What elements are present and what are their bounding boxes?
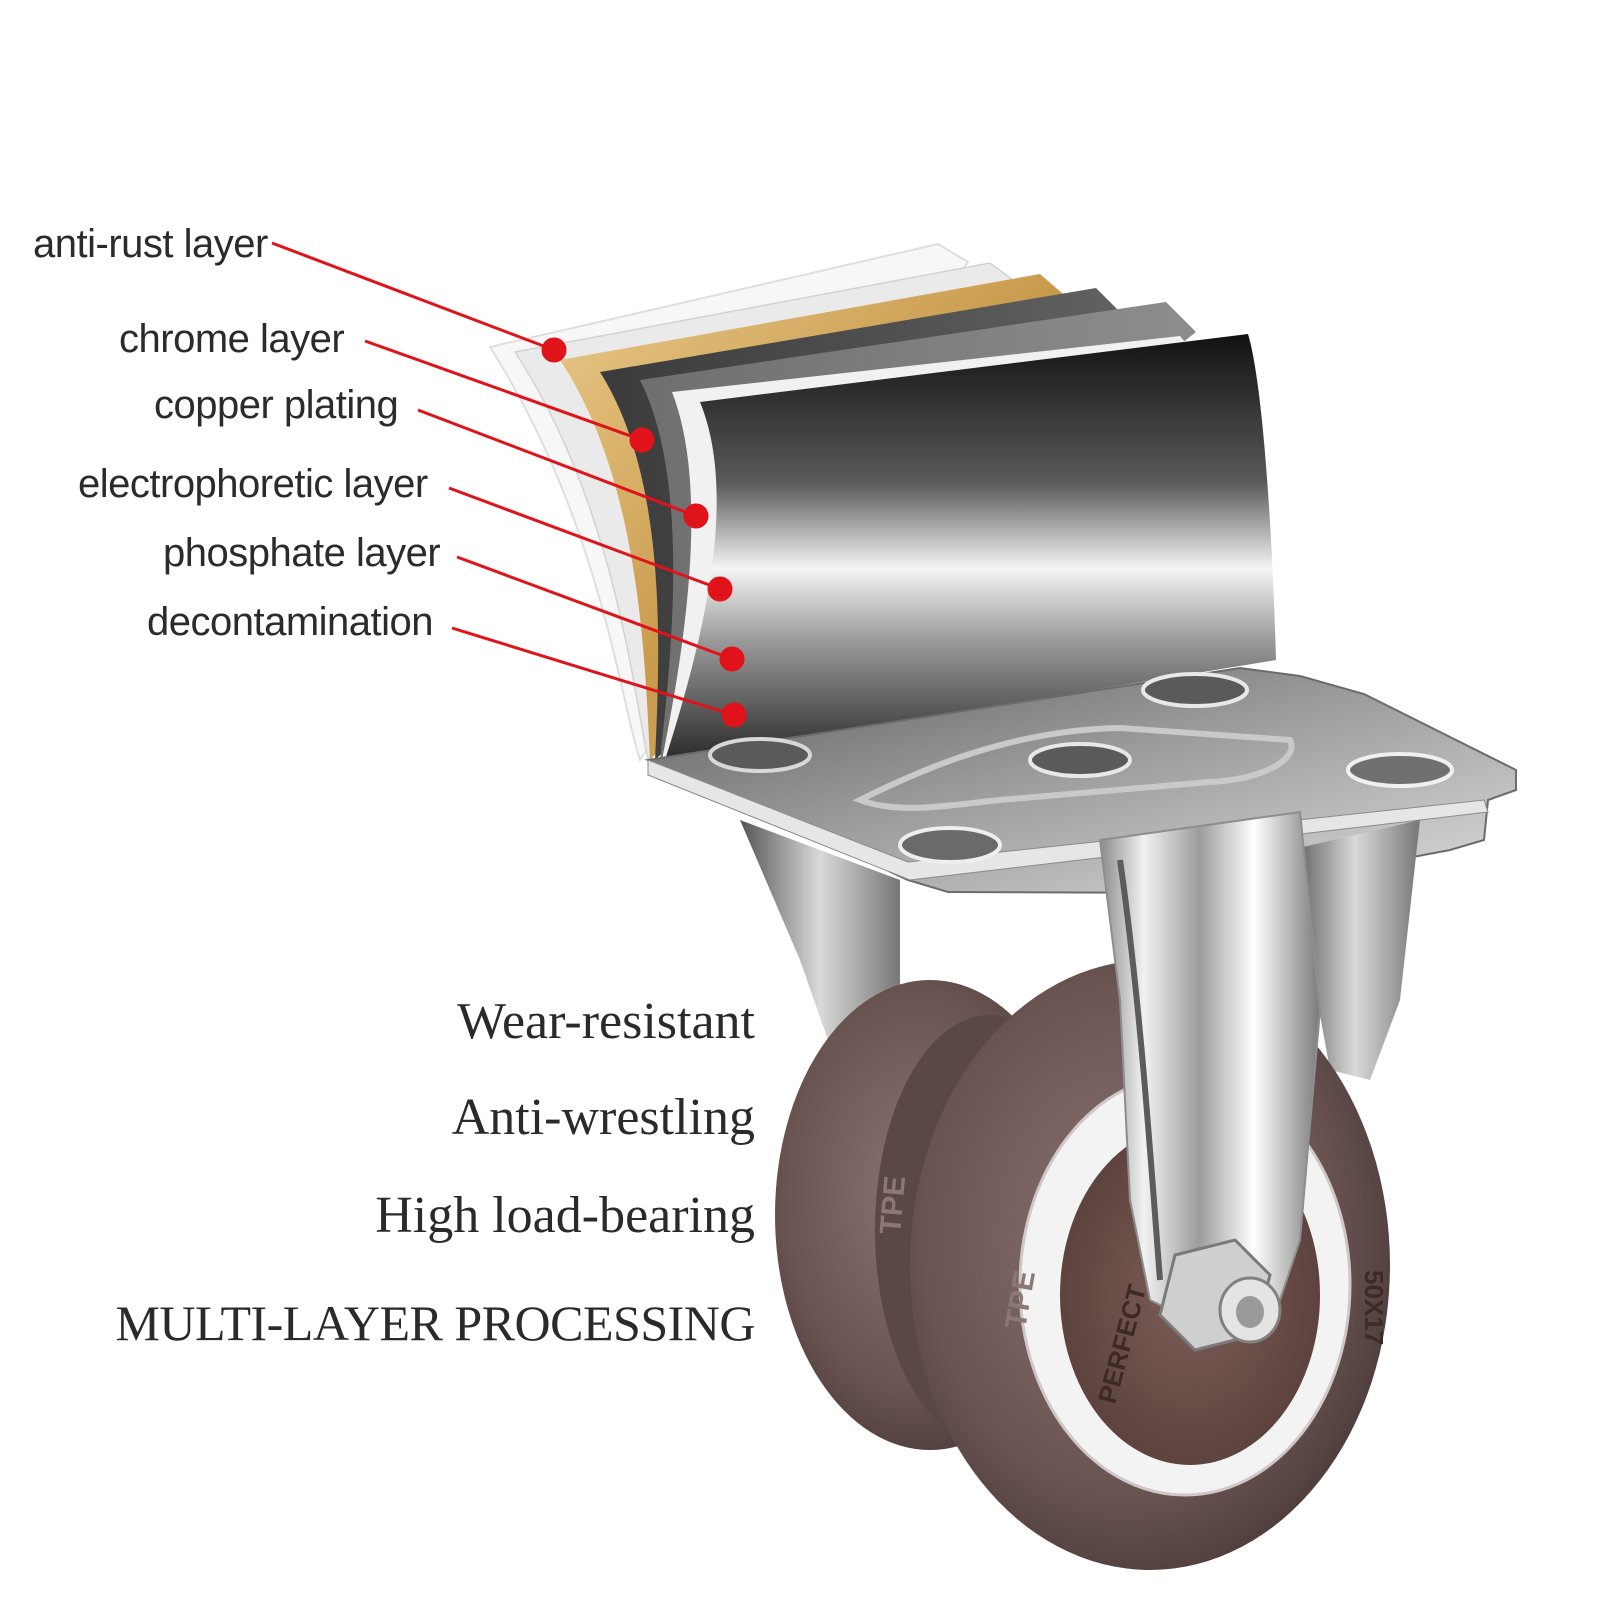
label-copper-plating: copper plating <box>154 383 399 427</box>
plate-hole <box>1141 672 1249 708</box>
leader-chrome <box>364 339 643 442</box>
leader-electrophoretic <box>448 486 721 591</box>
leader-copper <box>417 408 697 518</box>
dot-chrome <box>629 427 655 453</box>
feature-wear-resistant: Wear-resistant <box>457 993 755 1050</box>
leader-lines <box>271 241 747 728</box>
decontamination-sheet <box>665 334 1276 760</box>
plate-hole <box>708 737 812 773</box>
wheel-mark-tpe-back: TPE <box>874 1175 912 1236</box>
fork-right-side <box>1290 820 1420 1080</box>
fork-back-side <box>740 820 900 1060</box>
plate-hole <box>1346 752 1454 788</box>
label-decontamination: decontamination <box>147 600 434 644</box>
plate-hole <box>1028 742 1132 778</box>
leader-phosphate <box>456 555 733 661</box>
wheel-mark-size: 50X17 <box>1359 1270 1389 1345</box>
plate-hole <box>898 826 1002 864</box>
dot-copper <box>683 503 709 529</box>
label-anti-rust-layer: anti-rust layer <box>33 222 268 266</box>
label-electrophoretic-layer: electrophoretic layer <box>78 462 428 506</box>
label-phosphate-layer: phosphate layer <box>163 531 441 575</box>
feature-anti-wrestling: Anti-wrestling <box>451 1089 755 1146</box>
dot-phosphate <box>719 646 745 672</box>
feature-high-load-bearing: High load-bearing <box>375 1187 755 1244</box>
leader-anti-rust <box>271 241 555 352</box>
fork-front-ridge <box>1117 859 1163 1281</box>
leader-decontamination <box>451 626 735 717</box>
dot-electrophoretic <box>707 576 733 602</box>
axle-bolt-slot <box>1236 1296 1264 1328</box>
dot-anti-rust <box>541 337 567 363</box>
dot-decontamination <box>721 702 747 728</box>
plate-emboss <box>852 724 1295 811</box>
feature-multi-layer-processing: MULTI-LAYER PROCESSING <box>115 1295 755 1351</box>
label-chrome-layer: chrome layer <box>119 317 345 361</box>
plate-rim <box>647 759 1489 881</box>
